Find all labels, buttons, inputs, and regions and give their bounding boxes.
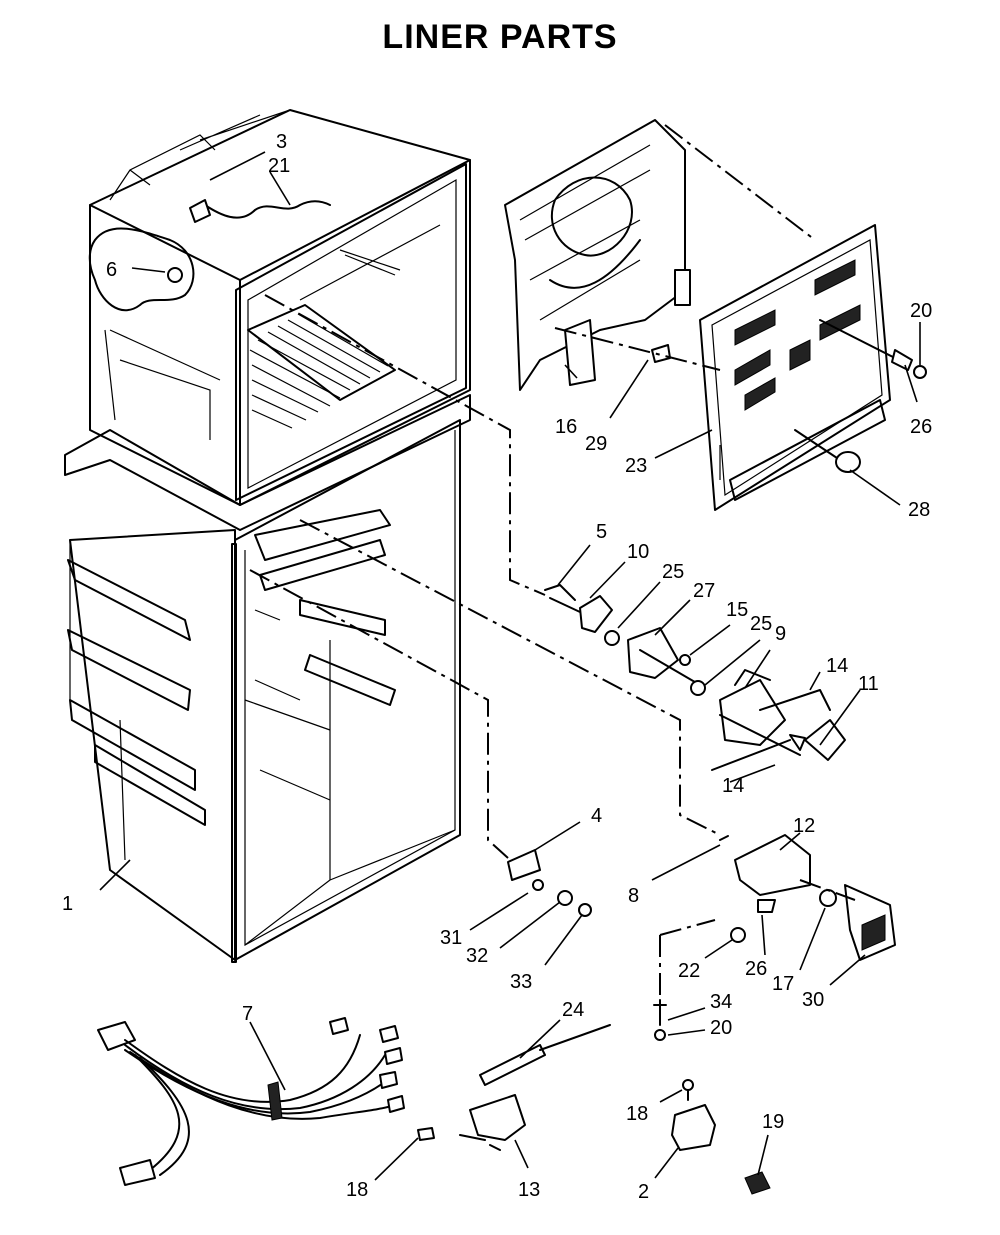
rear-panel [699, 224, 891, 511]
callout-15: 15 [726, 599, 748, 621]
callout-34: 34 [710, 991, 732, 1013]
callout-22: 22 [678, 960, 700, 982]
callout-12: 12 [793, 815, 815, 837]
screw-26a-and-washer-20a [819, 319, 927, 379]
page-title: LINER PARTS [382, 18, 618, 56]
defrost-control-13 [417, 1094, 526, 1151]
callout-28: 28 [908, 499, 930, 521]
callout-8: 8 [628, 885, 639, 907]
callout-26b: 26 [745, 958, 767, 980]
thermistor-4 [507, 849, 592, 917]
freezer-shelf-grid [247, 304, 396, 429]
clip-19 [744, 1171, 771, 1195]
callout-2: 2 [638, 1181, 649, 1203]
callout-17: 17 [772, 973, 794, 995]
grommet-28 [794, 429, 861, 473]
wire-harness-7 [97, 1017, 405, 1186]
callout-11: 11 [858, 673, 879, 695]
callout-31: 31 [440, 927, 462, 949]
callout-20b: 20 [710, 1017, 732, 1039]
callout-23: 23 [625, 455, 647, 477]
callout-14a: 14 [826, 655, 848, 677]
callout-16: 16 [555, 416, 577, 438]
callout-10: 10 [627, 541, 649, 563]
callout-3: 3 [276, 131, 287, 153]
fan-motor-assembly [544, 584, 846, 771]
harness-21 [189, 199, 331, 223]
callout-6: 6 [106, 259, 117, 281]
callout-20a: 20 [910, 300, 932, 322]
callout-18b: 18 [346, 1179, 368, 1201]
callout-24: 24 [562, 999, 584, 1021]
callout-27: 27 [693, 580, 715, 602]
damper-assembly [719, 834, 896, 961]
callout-25a: 25 [662, 561, 684, 583]
refrigerator-liner [64, 109, 471, 963]
callout-18a: 18 [626, 1103, 648, 1125]
assembly-lines [249, 124, 856, 1000]
callout-13: 13 [518, 1179, 540, 1201]
callout-14b: 14 [722, 775, 744, 797]
callout-5: 5 [596, 521, 607, 543]
screw-34 [653, 999, 667, 1041]
clip-29 [651, 344, 671, 363]
callout-30: 30 [802, 989, 824, 1011]
callout-9: 9 [775, 623, 786, 645]
callout-21: 21 [268, 155, 290, 177]
callout-29: 29 [585, 433, 607, 455]
callout-1: 1 [62, 893, 73, 915]
tube-24 [479, 1024, 611, 1086]
callout-32: 32 [466, 945, 488, 967]
evaporator-cover [504, 119, 691, 391]
light-socket-2 [671, 1079, 716, 1151]
callout-7: 7 [242, 1003, 253, 1025]
callout-33: 33 [510, 971, 532, 993]
callout-26a: 26 [910, 416, 932, 438]
callout-4: 4 [591, 805, 602, 827]
leader-lines [99, 151, 921, 1181]
callout-25b: 25 [750, 613, 772, 635]
callout-labels: 3 21 6 20 16 29 26 23 28 5 10 25 27 15 2… [62, 131, 932, 1203]
callout-19: 19 [762, 1111, 784, 1133]
